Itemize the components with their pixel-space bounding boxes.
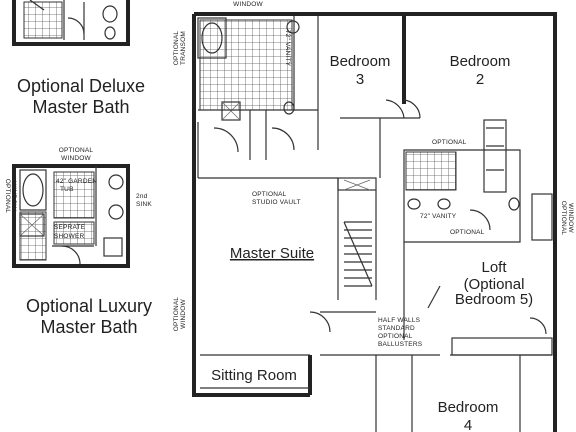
half-walls-note-2: STANDARD <box>378 325 415 332</box>
bedroom-2-number: 2 <box>476 71 484 88</box>
studio-vault-note-1: OPTIONAL <box>252 191 287 198</box>
separate-shower-note-2: SHOWER <box>54 233 85 240</box>
bedroom-2-label: Bedroom <box>450 53 511 70</box>
half-walls-note-3: OPTIONAL <box>378 333 413 340</box>
separate-shower-note-1: SEPRATE <box>54 224 86 231</box>
bedroom-3-number: 3 <box>356 71 364 88</box>
transom-note-2: TRANSOM <box>180 31 187 65</box>
loft-label: Loft <box>481 259 507 276</box>
luxury-window-note-1: OPTIONAL <box>59 147 94 154</box>
deluxe-title-line1: Optional Deluxe <box>17 76 145 96</box>
half-walls-note-1: HALF WALLS <box>378 317 421 324</box>
deluxe-bath-thumbnail <box>12 0 130 46</box>
hall-vanity-note: 72" VANITY <box>420 213 457 220</box>
luxury-side-window-2: WINDOW <box>10 181 17 211</box>
left-window-note-1: OPTIONAL <box>173 297 180 332</box>
transom-note-1: OPTIONAL <box>173 31 180 66</box>
optional-note-upper: OPTIONAL <box>432 139 467 146</box>
loft-optional-line: (Optional <box>464 276 525 293</box>
luxury-title-line2: Master Bath <box>40 317 137 337</box>
luxury-side-window-1: OPTIONAL <box>4 179 11 214</box>
deluxe-title-line2: Master Bath <box>32 97 129 117</box>
right-window-note-1: OPTIONAL <box>560 201 567 236</box>
bedroom-4-label: Bedroom <box>438 399 499 416</box>
bedroom-4-number: 4 <box>464 417 472 432</box>
studio-vault-note-2: STUDIO VAULT <box>252 199 301 206</box>
optional-note-lower: OPTIONAL <box>450 229 485 236</box>
second-sink-note-2: SINK <box>136 201 152 208</box>
left-window-note-2: WINDOW <box>180 298 187 328</box>
second-sink-note-1: 2nd <box>136 193 148 200</box>
loft-bedroom-5-line: Bedroom 5) <box>455 291 533 308</box>
half-walls-note-4: BALLUSTERS <box>378 341 423 348</box>
garden-tub-note-1: 42" GARDEN <box>56 178 97 185</box>
sitting-room-label: Sitting Room <box>211 367 297 384</box>
main-vanity-note: 72" VANITY <box>284 30 291 67</box>
window-top-label: WINDOW <box>233 1 263 8</box>
bedroom-3-label: Bedroom <box>330 53 391 70</box>
luxury-bath-thumbnail <box>12 164 130 268</box>
luxury-window-note-2: WINDOW <box>61 155 91 162</box>
master-suite-label: Master Suite <box>230 245 314 262</box>
right-window-note-2: WINDOW <box>567 203 574 233</box>
luxury-title-line1: Optional Luxury <box>26 296 152 316</box>
garden-tub-note-2: TUB <box>60 186 74 193</box>
main-plan-walls <box>192 12 557 432</box>
